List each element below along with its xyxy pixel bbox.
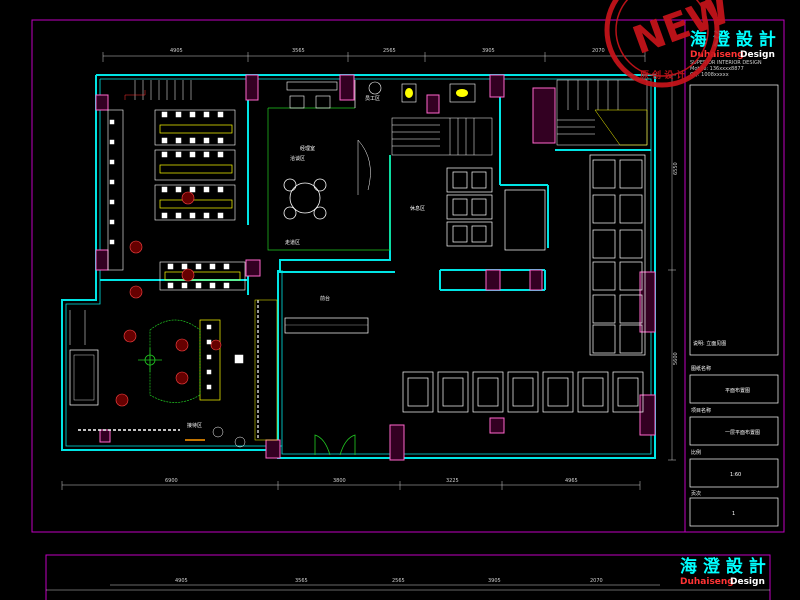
dim-top-2: 3565 bbox=[292, 48, 305, 54]
sheet2-brand-en-2: Design bbox=[730, 577, 765, 587]
dim-top-4: 3905 bbox=[482, 48, 495, 54]
restroom-fixtures bbox=[368, 81, 476, 103]
tb-drawing-name: 平面布置图 bbox=[725, 387, 750, 394]
dim-right-1: 6550 bbox=[673, 162, 679, 175]
dimension-texts: 4905 3565 2565 3905 2070 6900 3800 3225 … bbox=[165, 48, 679, 584]
tb-note: 说明: 立面见图 bbox=[693, 340, 726, 347]
brand-logo: 海 澄 設 計 Duhaiseng Design SUPERIOR INTERI… bbox=[690, 29, 776, 78]
label-corridor: 走道区 bbox=[285, 239, 300, 246]
sheet-outer-frame bbox=[31, 19, 785, 533]
label-lounge: 洽谈区 bbox=[290, 155, 305, 162]
dim-right-2: 5600 bbox=[673, 352, 679, 365]
exterior-walls bbox=[61, 74, 656, 459]
tb-sheet-label: 页次 bbox=[691, 490, 701, 497]
tb-drawing-name-label: 图纸名称 bbox=[691, 365, 711, 372]
brand-name-en-2: Design bbox=[740, 50, 775, 60]
staff-desks-yellow bbox=[159, 124, 241, 401]
lounge-booths bbox=[589, 154, 646, 356]
reception-desk bbox=[284, 317, 369, 334]
dim-sheet2-3: 2565 bbox=[392, 578, 405, 584]
center-staircase bbox=[391, 117, 493, 156]
label-office: 经理室 bbox=[300, 145, 315, 152]
meeting-table bbox=[283, 178, 327, 220]
tb-project-label: 项目名称 bbox=[691, 407, 711, 414]
tb-scale: 1:60 bbox=[730, 472, 741, 478]
office-chairs bbox=[286, 81, 338, 109]
label-entrance: 接待区 bbox=[187, 422, 202, 429]
lounge-area bbox=[69, 299, 278, 448]
staff-workstations bbox=[107, 109, 246, 291]
label-rest: 休息区 bbox=[410, 205, 425, 212]
staff-chairs bbox=[109, 111, 230, 289]
dim-sheet2-5: 2070 bbox=[590, 578, 603, 584]
label-reception: 前台 bbox=[320, 295, 330, 302]
room-labels: 经理室 走道区 休息区 前台 接待区 员工区 洽谈区 bbox=[187, 96, 425, 429]
sheet2-brand-cn: 海 澄 設 計 bbox=[680, 556, 766, 577]
dim-sheet2-4: 3905 bbox=[488, 578, 501, 584]
room-tags-red bbox=[115, 191, 222, 407]
dim-bottom-3: 3225 bbox=[446, 478, 459, 484]
dim-top-1: 4905 bbox=[170, 48, 183, 54]
top-right-stairs bbox=[556, 79, 648, 146]
dimension-lines bbox=[61, 52, 676, 586]
tb-scale-label: 比例 bbox=[691, 449, 701, 456]
brand-tagline-3: QQ: 1008xxxxx bbox=[690, 72, 729, 78]
title-block: 说明: 立面见图 图纸名称 平面布置图 项目名称 一层平面布置图 比例 1:60… bbox=[689, 84, 779, 527]
brand-tagline-2: Mobile: 136xxxx8877 bbox=[690, 66, 744, 72]
dim-top-3: 2565 bbox=[383, 48, 396, 54]
lounge-row-bottom bbox=[402, 371, 644, 413]
stamp-subtext: 原 创 设 计 bbox=[640, 69, 685, 81]
office-door bbox=[357, 139, 371, 195]
columns bbox=[95, 74, 656, 461]
office-area bbox=[267, 80, 391, 251]
label-staff: 员工区 bbox=[365, 96, 380, 102]
entrance-doors bbox=[314, 434, 356, 456]
brand-name-cn: 海 澄 設 計 bbox=[690, 29, 776, 50]
dim-sheet2-2: 3565 bbox=[295, 578, 308, 584]
dim-top-5: 2070 bbox=[592, 48, 605, 54]
brand-tagline-1: SUPERIOR INTERIOR DESIGN bbox=[690, 60, 762, 66]
second-sheet-frame bbox=[45, 554, 771, 600]
top-left-stair bbox=[124, 80, 192, 100]
brand-name-en-1: Duhaiseng bbox=[690, 50, 744, 60]
tb-sheet: 1 bbox=[732, 511, 735, 517]
tb-project: 一层平面布置图 bbox=[725, 429, 760, 436]
second-sheet-brand: 海 澄 設 計 Duhaiseng Design bbox=[46, 556, 770, 591]
dim-bottom-4: 4965 bbox=[565, 478, 578, 484]
sheet2-brand-en-1: Duhaiseng bbox=[680, 577, 734, 587]
dim-bottom-1: 6900 bbox=[165, 478, 178, 484]
dim-sheet2-1: 4905 bbox=[175, 578, 188, 584]
reception-sofas bbox=[446, 167, 546, 251]
dim-bottom-2: 3800 bbox=[333, 478, 346, 484]
